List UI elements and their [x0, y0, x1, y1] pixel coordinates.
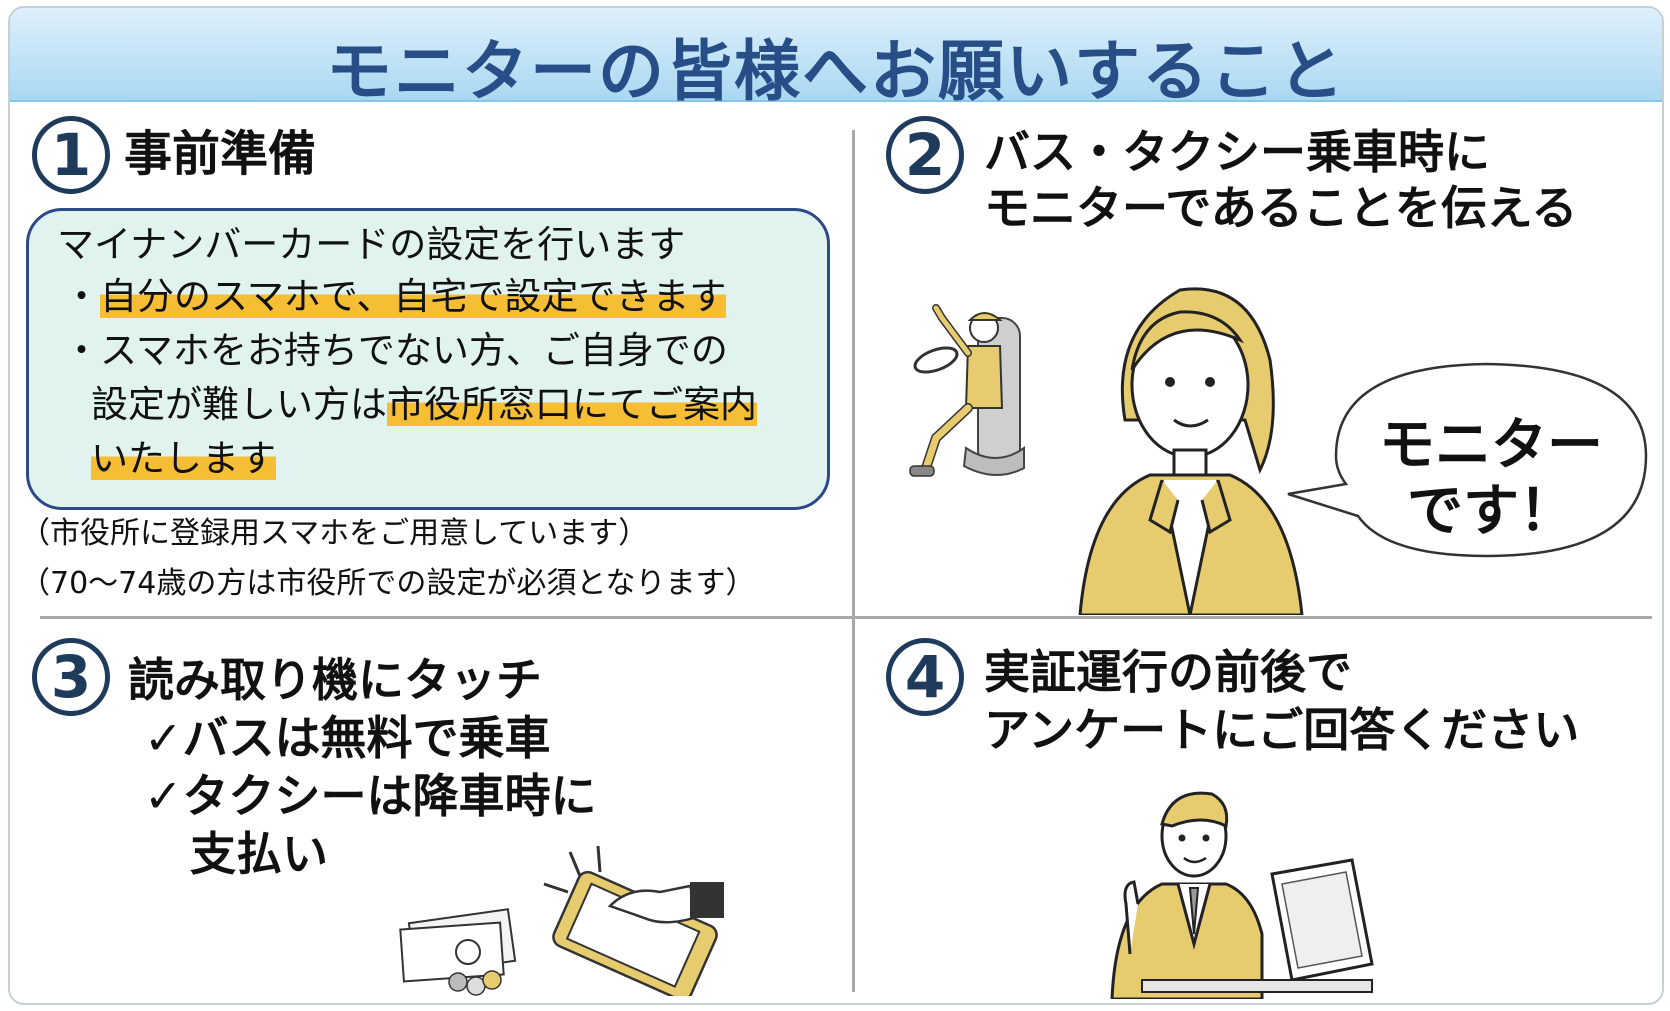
section-1-number: 1	[32, 116, 110, 194]
box-bullet-2-line-1: ・スマホをお持ちでない方、ご自身での	[63, 329, 728, 373]
bullet-2-highlight-2: いたします	[91, 437, 276, 480]
woman-illustration	[1078, 287, 1304, 615]
note-2: （70～74歳の方は市役所での設定が必須となります）	[20, 566, 756, 601]
section-1-heading: 事前準備	[124, 126, 317, 182]
section-2-heading-line-1: バス・タクシー乗車時に	[984, 125, 1490, 179]
page-title: モニターの皆様へお願いすること	[326, 33, 1346, 110]
bullet-1-highlight: 自分のスマホで、自宅で設定できます	[100, 275, 727, 318]
bubble-line-1: モニター	[1379, 413, 1603, 478]
check-item-2: ✓タクシーは降車時に	[144, 768, 597, 824]
section-2-heading-line-2: モニターであることを伝える	[984, 181, 1578, 235]
bullet-2-text-2: 設定が難しい方は	[91, 383, 387, 426]
check-item-1: ✓バスは無料で乗車	[144, 710, 551, 766]
cash-illustration	[399, 908, 517, 996]
driver-illustration	[909, 304, 1025, 477]
bullet-mark: ・	[63, 329, 100, 372]
horizontal-divider	[40, 616, 1652, 619]
section-4-heading-line-1: 実証運行の前後で	[984, 645, 1352, 699]
box-intro: マイナンバーカードの設定を行います	[57, 223, 686, 266]
section-3-heading: 読み取り機にタッチ	[128, 653, 542, 707]
bullet-mark: ・	[63, 275, 100, 318]
check-icon: ✓	[144, 711, 183, 765]
section-2-number: 2	[886, 116, 964, 194]
bubble-line-2: です！	[1407, 479, 1575, 544]
bullet-2-text-1: スマホをお持ちでない方、ご自身での	[100, 329, 728, 372]
check-item-2-text: タクシーは降車時に	[182, 769, 597, 823]
vertical-divider	[852, 130, 855, 992]
section-3-number: 3	[32, 638, 110, 716]
section-4-number: 4	[886, 638, 964, 716]
phone-tap-illustration	[543, 846, 724, 996]
note-1: （市役所に登録用スマホをご用意しています）	[20, 516, 649, 551]
box-bullet-2-line-3: いたします	[91, 437, 276, 481]
title-bar: モニターの皆様へお願いすること	[10, 8, 1662, 110]
section-4-heading-line-2: アンケートにご回答ください	[984, 703, 1580, 757]
box-bullet-2-line-2: 設定が難しい方は市役所窓口にてご案内	[91, 383, 757, 427]
check-icon: ✓	[144, 769, 183, 823]
box-bullet-1: ・自分のスマホで、自宅で設定できます	[63, 275, 727, 319]
slide-frame: モニターの皆様へお願いすること 1 事前準備 マイナンバーカードの設定を行います…	[8, 6, 1664, 1005]
bullet-2-highlight-1: 市役所窓口にてご案内	[387, 383, 757, 426]
speech-bubble	[1287, 362, 1648, 558]
check-item-2-continuation: 支払い	[190, 827, 328, 881]
setup-info-box: マイナンバーカードの設定を行います ・自分のスマホで、自宅で設定できます ・スマ…	[26, 208, 830, 510]
check-item-1-text: バスは無料で乗車	[182, 711, 551, 765]
man-laptop-illustration	[1110, 791, 1374, 999]
